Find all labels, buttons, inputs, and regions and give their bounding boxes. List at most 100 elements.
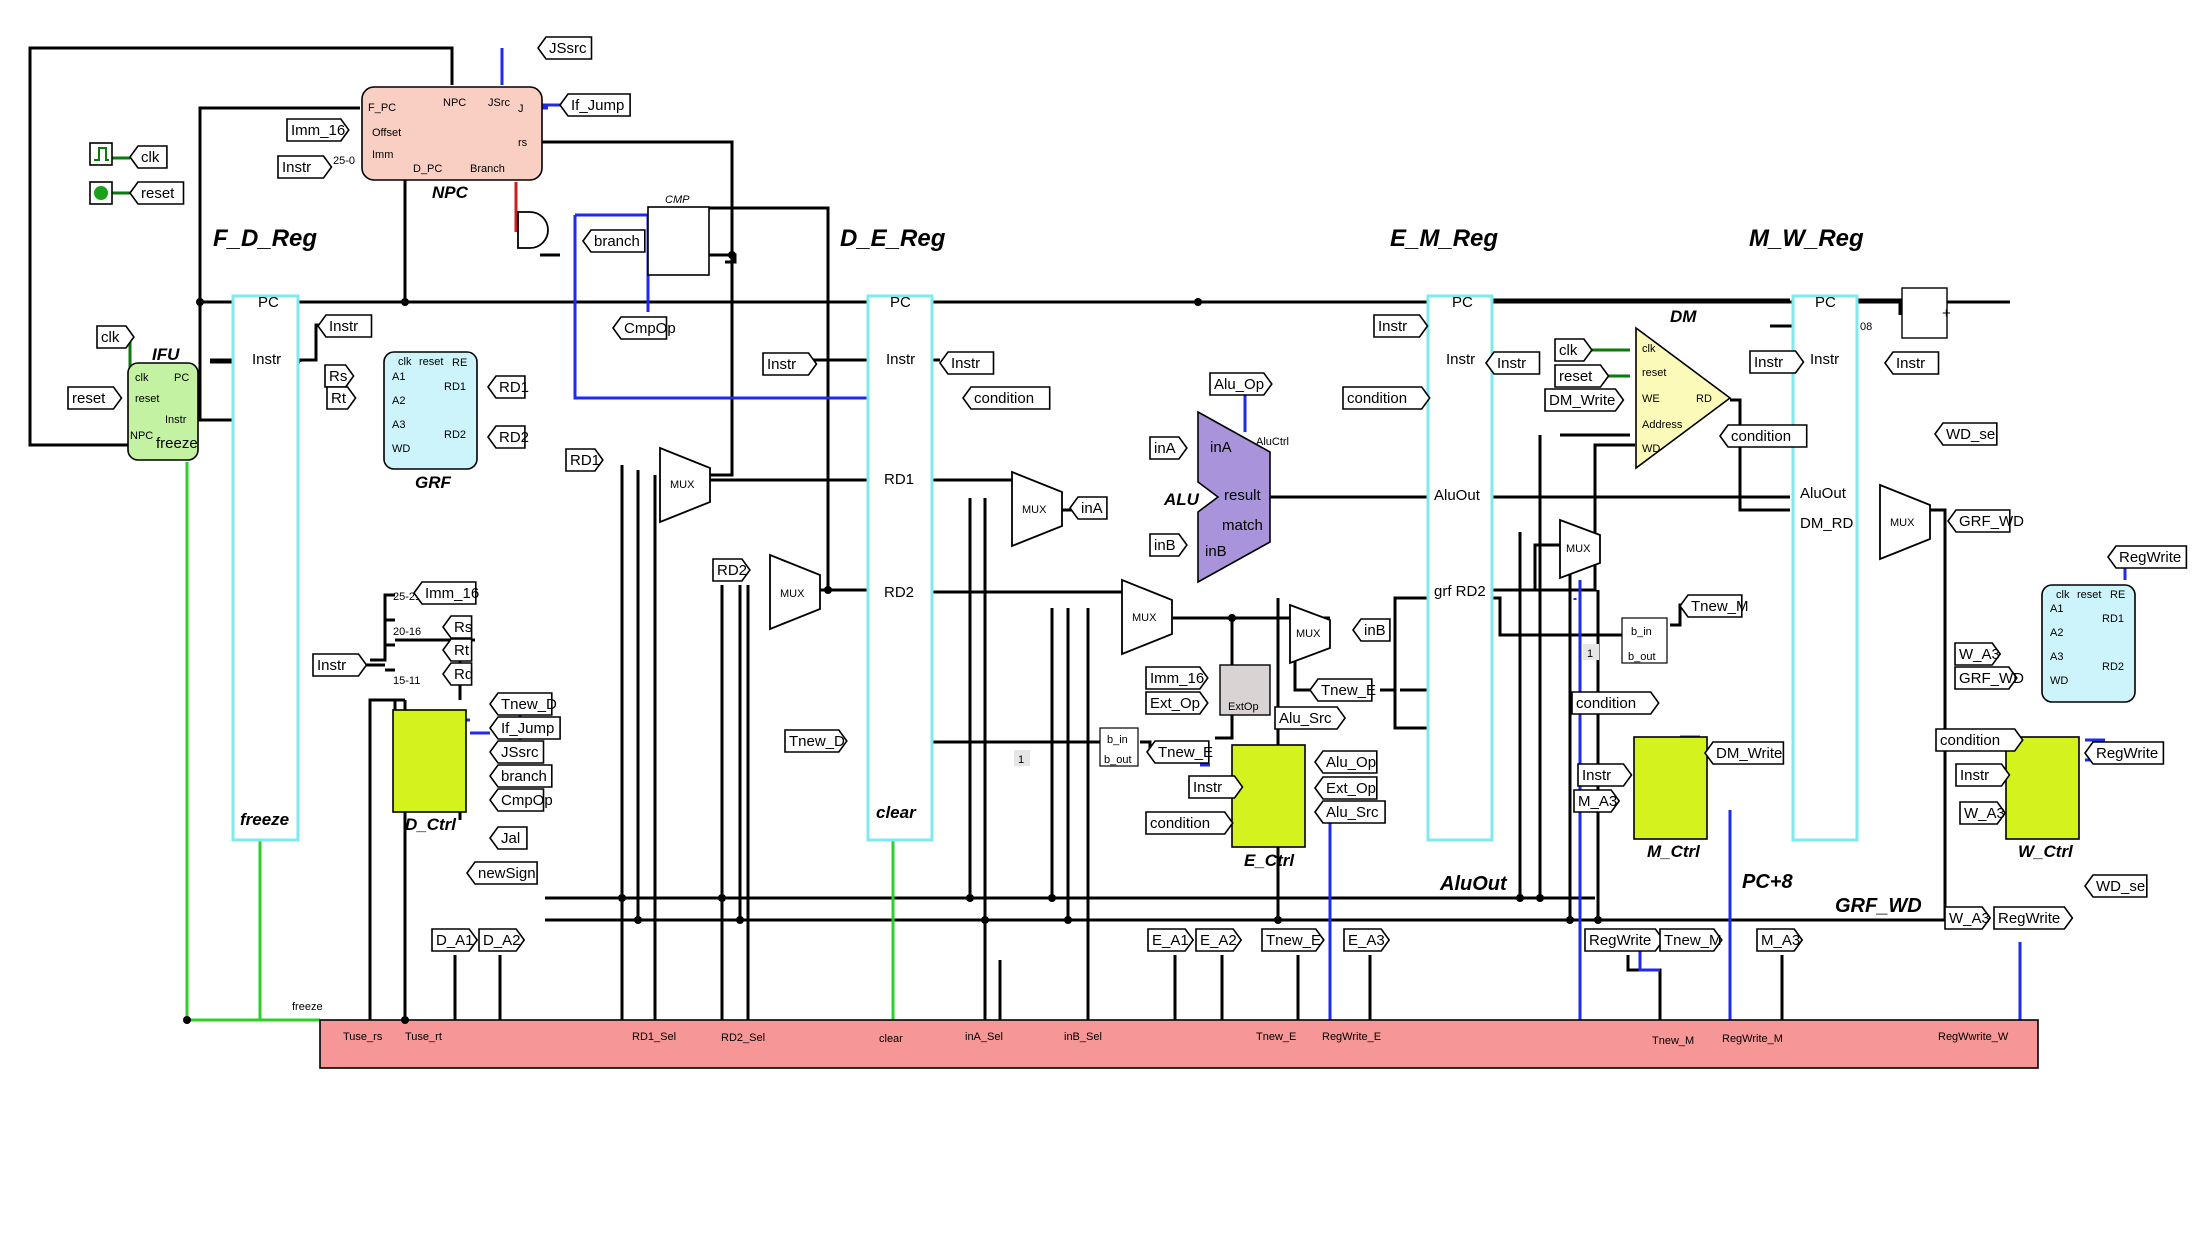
tag-clk: clk <box>129 145 168 169</box>
tag-regwrite-m: RegWrite <box>1584 928 1665 952</box>
tag-clk: clk <box>1554 338 1593 362</box>
grf2-port-clk: clk <box>2056 589 2070 601</box>
de-register-box <box>866 294 934 842</box>
tag-m-a3: M_A3 <box>1756 928 1804 952</box>
grf-writeback-box <box>2041 584 2136 703</box>
svg-text:Instr: Instr <box>1378 318 1407 335</box>
svg-text:W_A3: W_A3 <box>1959 646 2000 663</box>
fd-port-pc: PC <box>258 294 279 311</box>
grf-port-rd1: RD1 <box>444 381 466 393</box>
em-register: PC Instr AluOut grf RD2 <box>1426 294 1494 842</box>
svg-text:Alu_Src: Alu_Src <box>1279 710 1332 727</box>
ext-name: ExtOp <box>1228 701 1259 713</box>
dm-port-address: Address <box>1642 419 1683 431</box>
npc-port-rs: rs <box>518 137 528 149</box>
tag-d-a1: D_A1 <box>431 928 479 952</box>
svg-text:RD2: RD2 <box>499 429 529 446</box>
tag-condition: condition <box>1342 386 1431 410</box>
svg-text:GRF_WD: GRF_WD <box>1959 513 2024 530</box>
reset-led-icon <box>94 186 108 200</box>
tag-grf-wd: GRF_WD <box>1947 509 2024 533</box>
tag-inb: inB <box>1149 533 1188 557</box>
svg-text:E_A3: E_A3 <box>1348 932 1385 949</box>
svg-text:Instr: Instr <box>282 159 311 176</box>
grf2-port-rd1: RD1 <box>2102 613 2124 625</box>
de-register: PC Instr RD1 RD2 clear <box>866 294 934 842</box>
hazard-clear: clear <box>879 1033 903 1045</box>
tag-instr: Instr <box>312 653 368 677</box>
tag-cmpop: CmpOp <box>489 788 553 812</box>
grf-port-clk: clk <box>398 356 412 368</box>
mux-d-rs: MUX <box>659 446 711 524</box>
svg-text:MUX: MUX <box>1890 517 1915 529</box>
dm-shape <box>1635 326 1732 470</box>
tag-w-a3: W_A3 <box>1944 906 1992 930</box>
tag-clk: clk <box>96 325 135 349</box>
tag-ext-op: Ext_Op <box>1314 776 1378 800</box>
blue-wires <box>460 48 2127 1020</box>
tag-newsign: newSign <box>466 861 538 885</box>
svg-text:clk: clk <box>101 329 120 346</box>
grf2-port-wd: WD <box>2050 675 2068 687</box>
w-ctrl-name: W_Ctrl <box>2018 842 2074 861</box>
grf-port-wd: WD <box>392 443 410 455</box>
tag-tnew-e: Tnew_E <box>1309 678 1376 702</box>
tag-imm-16: Imm_16 <box>413 581 479 605</box>
hazard-tnew-m: Tnew_M <box>1652 1035 1694 1047</box>
svg-text:MUX: MUX <box>1296 628 1321 640</box>
grf2-port-a1: A1 <box>2050 603 2063 615</box>
tag-grf-wd: GRF_WD <box>1954 666 2024 690</box>
svg-text:WD_sel: WD_sel <box>1946 426 1999 443</box>
svg-text:Rs: Rs <box>454 619 472 636</box>
grf-port-reset: reset <box>419 356 443 368</box>
and-gate-icon <box>517 211 549 249</box>
svg-text:Tnew_E: Tnew_E <box>1266 932 1321 949</box>
ifu-unit: IFU clk PC reset Instr NPC freeze <box>127 345 199 461</box>
svg-text:RD2: RD2 <box>717 562 747 579</box>
tag-regwrite: RegWrite <box>1993 906 2074 930</box>
grf-box <box>383 351 478 470</box>
svg-text:reset: reset <box>141 185 175 202</box>
tag-rs: Rs <box>442 615 473 639</box>
grf2-port-re: RE <box>2110 589 2125 601</box>
ifu-box <box>127 362 199 461</box>
tag-jal: Jal <box>489 826 528 850</box>
dm-unit: DM clk reset WE RD Address WD <box>1635 307 1732 470</box>
npc-port-dpc: D_PC <box>413 163 442 175</box>
mux-d-rt: MUX <box>769 553 821 631</box>
clock-source-icon[interactable] <box>89 142 113 166</box>
svg-text:W_A3: W_A3 <box>1964 805 2005 822</box>
svg-text:condition: condition <box>974 390 1034 407</box>
fd-port-instr: Instr <box>252 351 281 368</box>
tag-inb: inB <box>1352 618 1391 642</box>
tag-instr: Instr <box>1884 351 1940 375</box>
tag-rt: Rt <box>442 638 473 662</box>
svg-text:Imm_16: Imm_16 <box>291 122 345 139</box>
svg-text:Ext_Op: Ext_Op <box>1150 695 1200 712</box>
grf2-port-a3: A3 <box>2050 651 2063 663</box>
tag-instr: Instr <box>762 352 818 376</box>
svg-text:M_A3: M_A3 <box>1761 932 1800 949</box>
svg-text:WD_sel: WD_sel <box>2096 878 2149 895</box>
tag-wd-sel: WD_sel <box>1934 422 1999 446</box>
svg-text:Imm_16: Imm_16 <box>425 585 479 602</box>
tag-jssrc: JSsrc <box>489 740 545 764</box>
svg-text:Tnew_M: Tnew_M <box>1691 598 1749 615</box>
svg-text:Jal: Jal <box>501 830 520 847</box>
tag-condition: condition <box>1145 811 1234 835</box>
mw-port-pc: PC <box>1815 294 1836 311</box>
svg-text:inA: inA <box>1081 500 1103 517</box>
grf-writeback-unit: clk reset RE A1 RD1 A2 A3 RD2 WD <box>2041 584 2136 703</box>
alu-port-ina: inA <box>1210 439 1232 456</box>
de-port-rd1: RD1 <box>884 471 914 488</box>
svg-text:MUX: MUX <box>1022 504 1047 516</box>
tag-condition: condition <box>962 386 1051 410</box>
d-ctrl-name: D_Ctrl <box>405 815 457 834</box>
ifu-name: IFU <box>152 345 180 364</box>
mux-e-ina: MUX <box>1011 470 1063 548</box>
svg-text:MUX: MUX <box>1132 612 1157 624</box>
tag-condition: condition <box>1935 728 2024 752</box>
svg-text:If_Jump: If_Jump <box>501 720 554 737</box>
em-register-box <box>1426 294 1494 842</box>
de-port-rd2: RD2 <box>884 584 914 601</box>
